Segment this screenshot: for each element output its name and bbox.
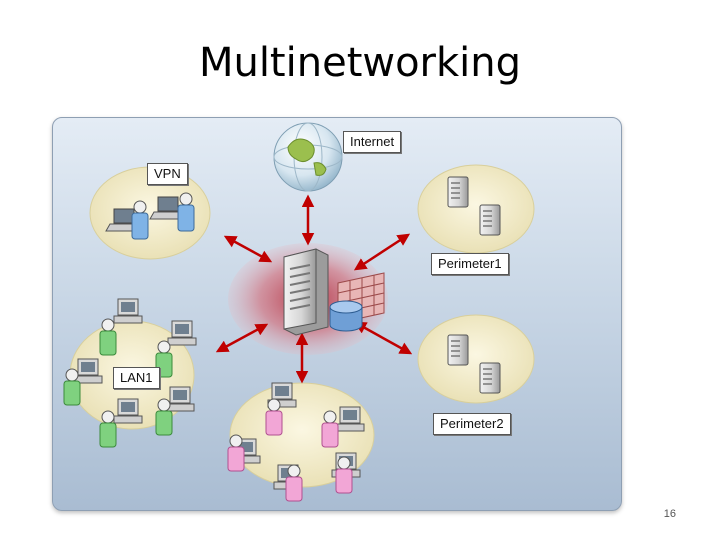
perimeter1-zone (417, 164, 535, 254)
user-icon (99, 318, 117, 356)
arrow-perimeter1 (353, 233, 411, 271)
slide-title: Multinetworking (198, 40, 522, 86)
workstation-icon (165, 386, 195, 412)
user-icon (177, 192, 195, 232)
server-icon (479, 204, 501, 236)
user-icon (99, 410, 117, 448)
label-perimeter1: Perimeter1 (431, 253, 509, 275)
user-icon (63, 368, 81, 406)
server-icon (283, 248, 329, 336)
user-icon (227, 434, 245, 472)
user-icon (335, 456, 353, 494)
arrow-lan1 (215, 323, 269, 353)
label-internet: Internet (343, 131, 402, 153)
label-perimeter2: Perimeter2 (433, 413, 511, 435)
connection-arrows (215, 194, 413, 384)
database-icon (329, 300, 363, 332)
perimeter2-client-zone (227, 382, 375, 502)
user-icon (155, 398, 173, 436)
workstation-icon (167, 320, 197, 346)
server-icon (479, 362, 501, 394)
network-diagram (63, 122, 535, 502)
arrow-vpn (223, 235, 273, 263)
perimeter2-server-zone (417, 314, 535, 404)
server-icon (447, 176, 469, 208)
workstation-icon (73, 358, 103, 384)
workstation-icon (113, 298, 143, 324)
label-vpn: VPN (147, 163, 188, 185)
label-lan1: LAN1 (113, 367, 160, 389)
user-icon (321, 410, 339, 448)
page-number: 16 (663, 508, 676, 520)
user-icon (285, 464, 303, 502)
server-icon (447, 334, 469, 366)
user-icon (131, 200, 149, 240)
globe-icon (273, 122, 343, 192)
user-icon (155, 340, 173, 378)
user-icon (265, 398, 283, 436)
workstation-icon (113, 398, 143, 424)
workstation-icon (335, 406, 365, 432)
arrow-perimeter2 (353, 321, 413, 355)
